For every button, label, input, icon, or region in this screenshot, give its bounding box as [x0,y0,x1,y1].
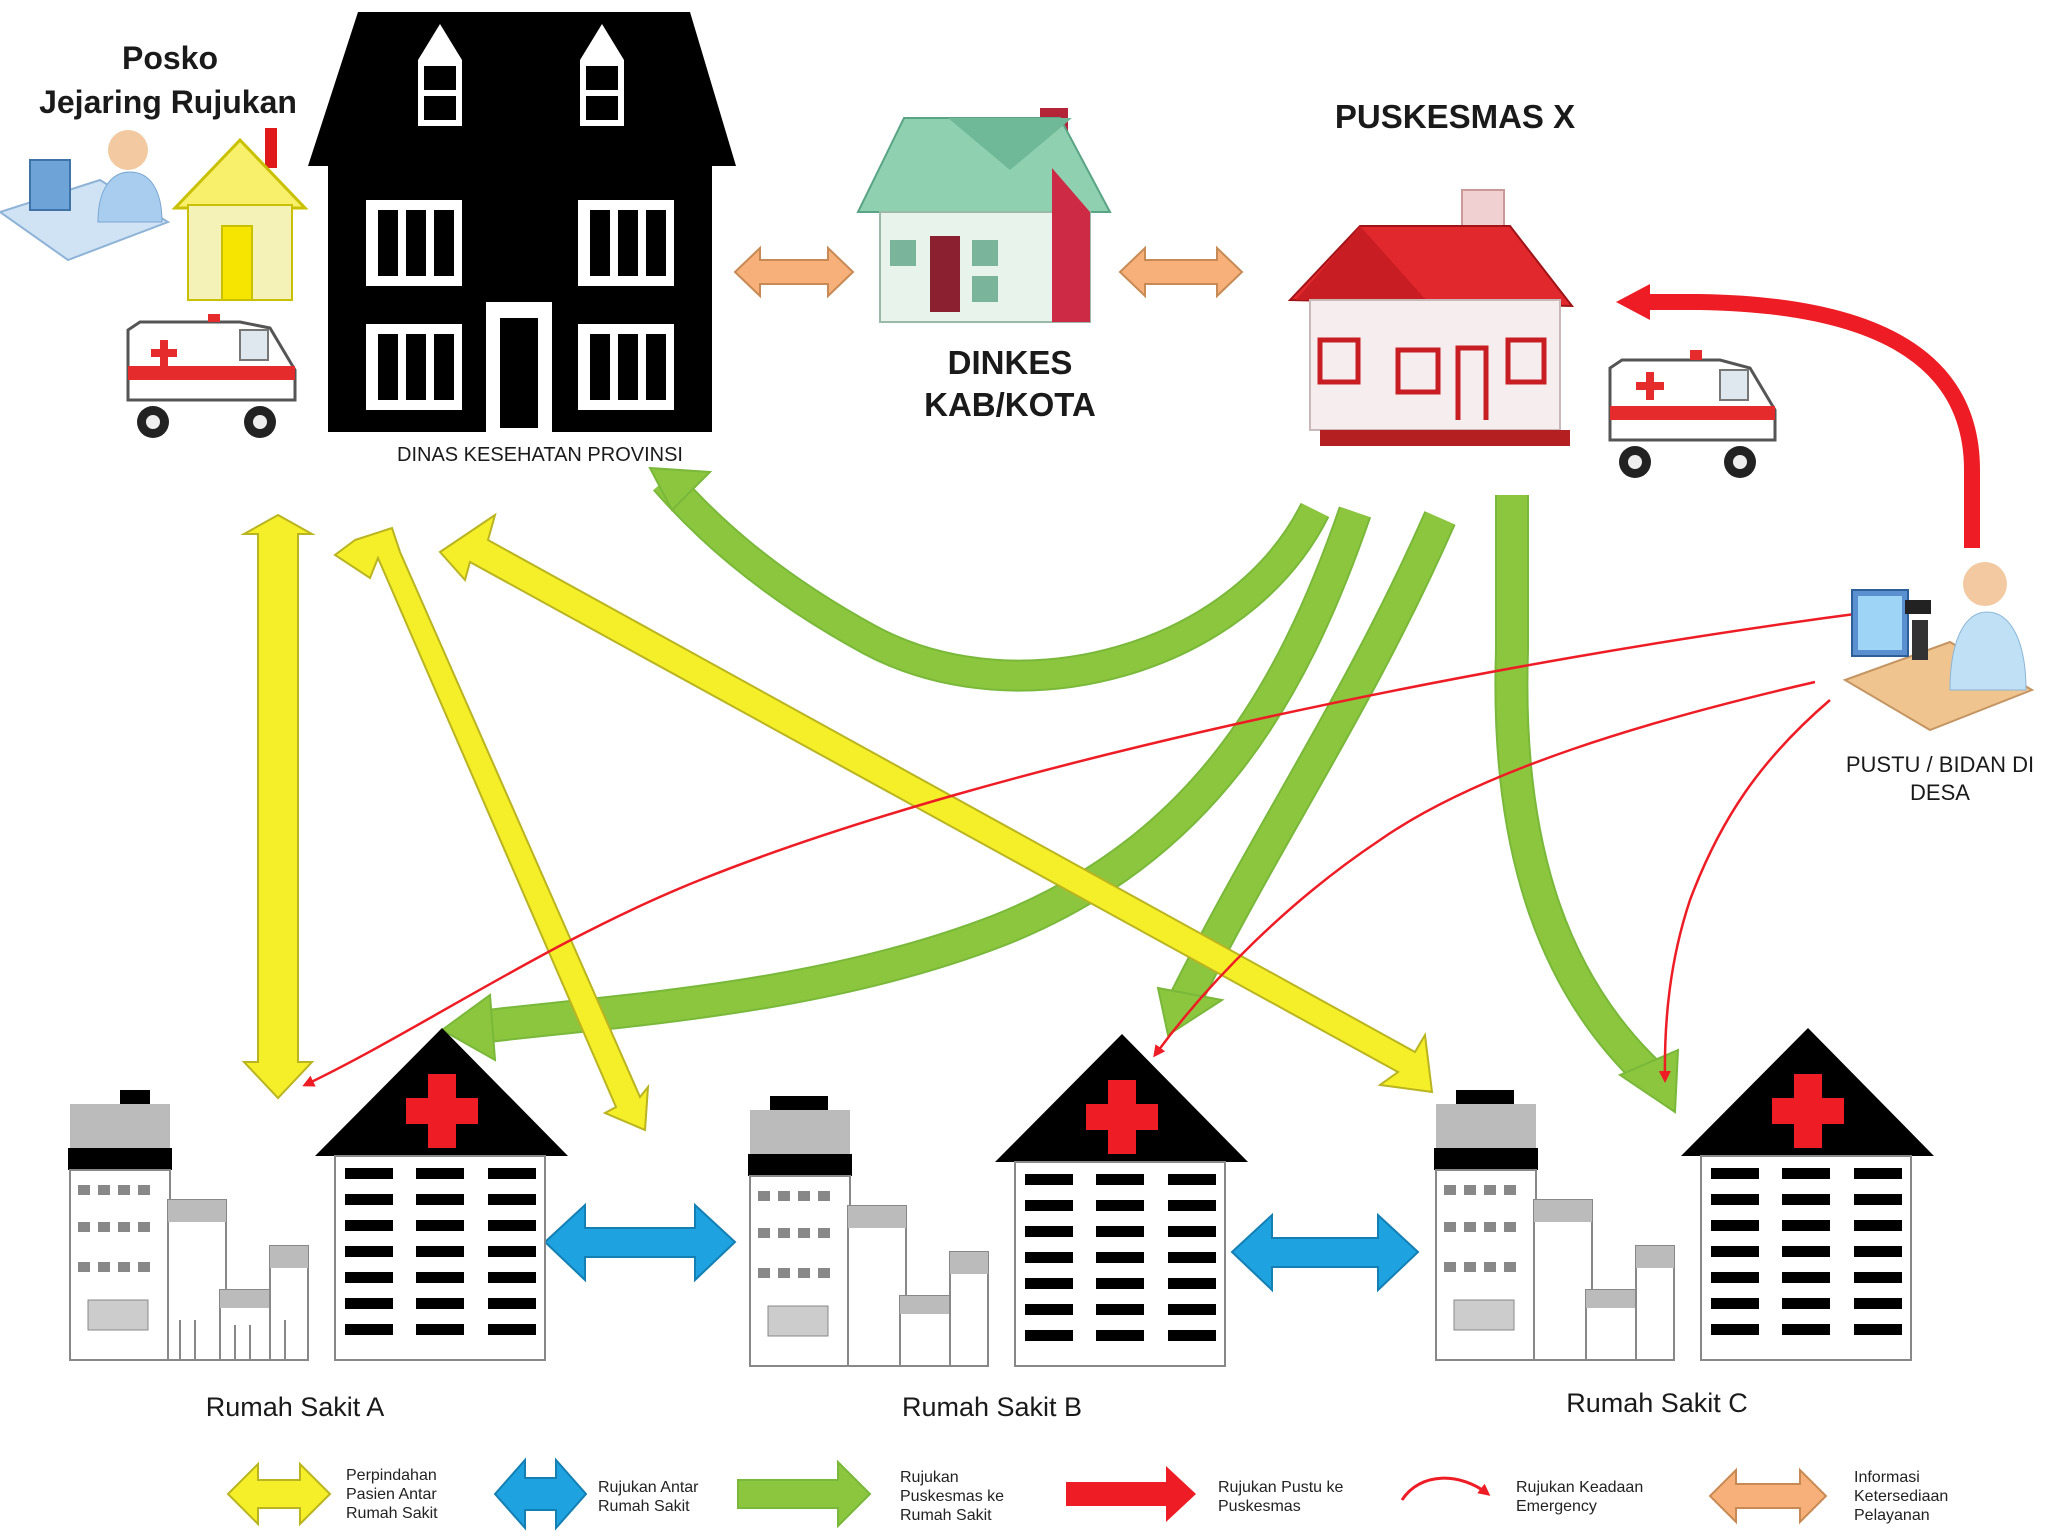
legend-text-line: Ketersediaan [1854,1488,1949,1505]
legend-text-line: Rumah Sakit [598,1498,690,1515]
legend-item-blue: Rujukan Antar Rumah Sakit [598,1478,699,1516]
legend-text-line: Pasien Antar [346,1486,437,1503]
legend-item-green: Rujukan Puskesmas ke Rumah Sakit [900,1468,1004,1525]
puskesmas-ambulance-icon [1608,350,1777,478]
emergency-line-to-rs-a [302,610,1871,1087]
puskesmas-house [1287,189,1575,446]
legend-icon-blue-double-arrow [493,1457,588,1531]
puskesmas-label: PUSKESMAS X [1334,98,1576,135]
green-arrow-puskesmas-to-rs-b [1156,511,1456,1037]
legend-text-line: Perpindahan [346,1467,437,1484]
pustu-label-line1: PUSTU / BIDAN DI [1845,752,2035,777]
green-arrow-puskesmas-to-dinkes-prov [648,466,1330,692]
posko-house-icon [171,128,309,301]
posko-ambulance-icon [126,314,297,438]
dinkes-kab-kota-label-line1: DINKES [947,344,1073,381]
legend-item-red-curve: Rujukan Keadaan Emergency [1516,1478,1643,1516]
legend-text-line: Emergency [1516,1498,1597,1515]
rs-a-old-building [68,1090,309,1361]
posko-label-line1: Posko [121,40,219,76]
posko-worker-icon [0,130,171,262]
legend-text-line: Rujukan [900,1469,959,1486]
legend-icon-green-arrow [737,1459,872,1529]
rumah-sakit-a-building [68,1028,568,1361]
legend-icon-orange-double-arrow [1708,1467,1828,1525]
legend-text-line: Rumah Sakit [900,1507,992,1524]
blue-arrow-rs-a-rs-b [543,1202,737,1283]
dinkes-kab-kota-house [856,108,1112,323]
dinkes-provinsi-building [308,12,736,432]
rumah-sakit-b-label: Rumah Sakit B [901,1392,1083,1422]
rs-a-hospital-tower [315,1028,568,1361]
pustu-bidan-worker-icon [1842,562,2035,732]
rumah-sakit-b-building [748,1034,1248,1367]
rumah-sakit-c-label: Rumah Sakit C [1566,1388,1748,1418]
legend-icons [226,1457,1828,1531]
emergency-line-to-rs-b [1153,680,1816,1058]
legend-text-line: Informasi [1854,1469,1920,1486]
rumah-sakit-a-label: Rumah Sakit A [205,1392,385,1422]
legend-icon-red-arrow [1066,1466,1196,1522]
legend-item-yellow: Perpindahan Pasien Antar Rumah Sakit [346,1466,438,1523]
red-emergency-lines [302,610,1871,1087]
pustu-label-line2: DESA [1910,780,1970,805]
legend-text-line: Rujukan Keadaan [1516,1479,1644,1496]
green-arrow-puskesmas-to-rs-a [440,506,1372,1062]
red-arrow-pustu-to-puskesmas [1616,284,1980,548]
legend-text-line: Puskesmas [1218,1498,1301,1515]
green-arrow-puskesmas-to-rs-c [1494,495,1680,1114]
dinkes-provinsi-label: DINAS KESEHATAN PROVINSI [397,444,683,466]
legend-icon-yellow-double-arrow [226,1461,332,1527]
legend-item-orange: Informasi Ketersediaan Pelayanan [1854,1468,1948,1525]
orange-arrow-prov-kab [733,245,855,299]
legend-text-line: Rumah Sakit [346,1505,438,1522]
dinkes-kab-kota-label-line2: KAB/KOTA [924,386,1096,423]
posko-label-line2: Jejaring Rujukan [39,84,297,120]
legend-icon-red-curved-arrow [1400,1476,1491,1501]
emergency-line-to-rs-c [1658,699,1831,1083]
blue-arrow-rs-b-rs-c [1230,1212,1420,1293]
yellow-arrow-dinkes-prov-rs-a [240,513,316,1100]
orange-arrow-kab-puskesmas [1118,245,1244,299]
rumah-sakit-c-building [1434,1028,1934,1361]
legend-text-line: Puskesmas ke [900,1488,1005,1505]
yellow-arrow-dinkes-prov-rs-b [333,526,650,1132]
legend-item-red: Rujukan Pustu ke Puskesmas [1218,1478,1343,1516]
legend-text-line: Rujukan Pustu ke [1218,1479,1344,1496]
legend-text-line: Pelayanan [1854,1507,1930,1524]
legend-text-line: Rujukan Antar [598,1479,699,1496]
yellow-arrow-dinkes-prov-rs-c [438,512,1434,1094]
